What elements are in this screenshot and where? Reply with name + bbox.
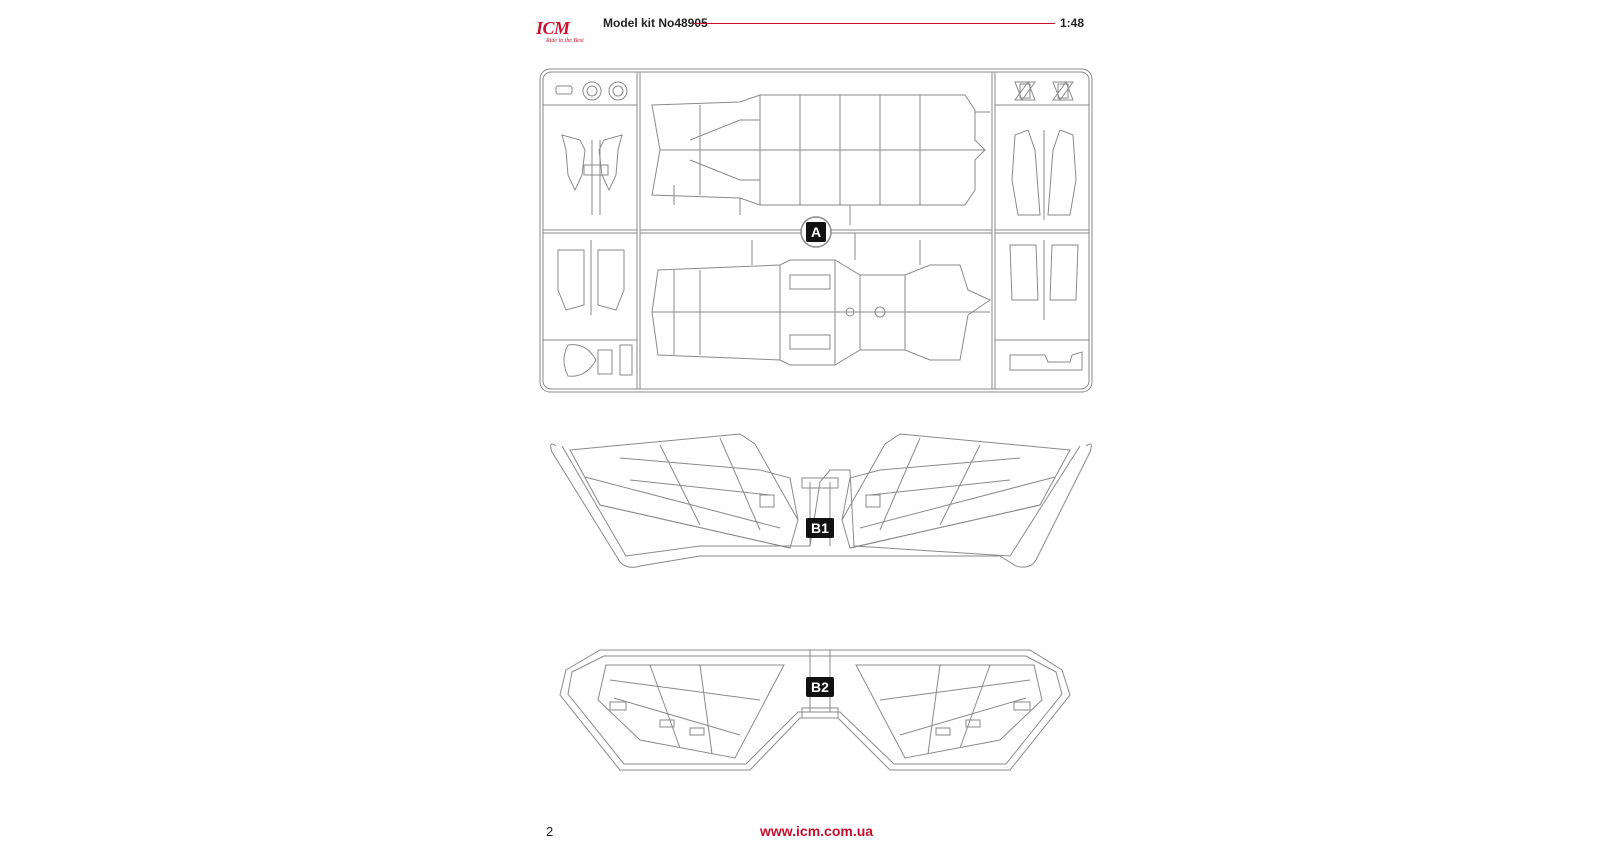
sprue-b2-tag: B2: [806, 677, 834, 697]
sprue-a: [539, 68, 1093, 393]
website-link[interactable]: www.icm.com.ua: [760, 823, 874, 839]
sprue-b1-tag: B1: [806, 518, 834, 538]
logo-text: ICM: [536, 18, 570, 38]
scale-label: 1:48: [1060, 16, 1085, 30]
sprue-b1-label: B1: [811, 520, 829, 536]
sprue-a-label: A: [811, 224, 821, 240]
kit-number-label: Model kit No48905: [603, 16, 708, 30]
page-number: 2: [546, 824, 554, 839]
sprue-b2-label: B2: [811, 679, 829, 695]
logo-tagline: Ride in the Best: [546, 38, 584, 44]
sprue-b2: [559, 649, 1071, 771]
sprue-a-tag: A: [800, 216, 832, 248]
sprue-b1: [550, 433, 1092, 568]
header-divider: [693, 23, 1055, 24]
icm-logo: ICM Ride in the Best: [536, 18, 592, 48]
